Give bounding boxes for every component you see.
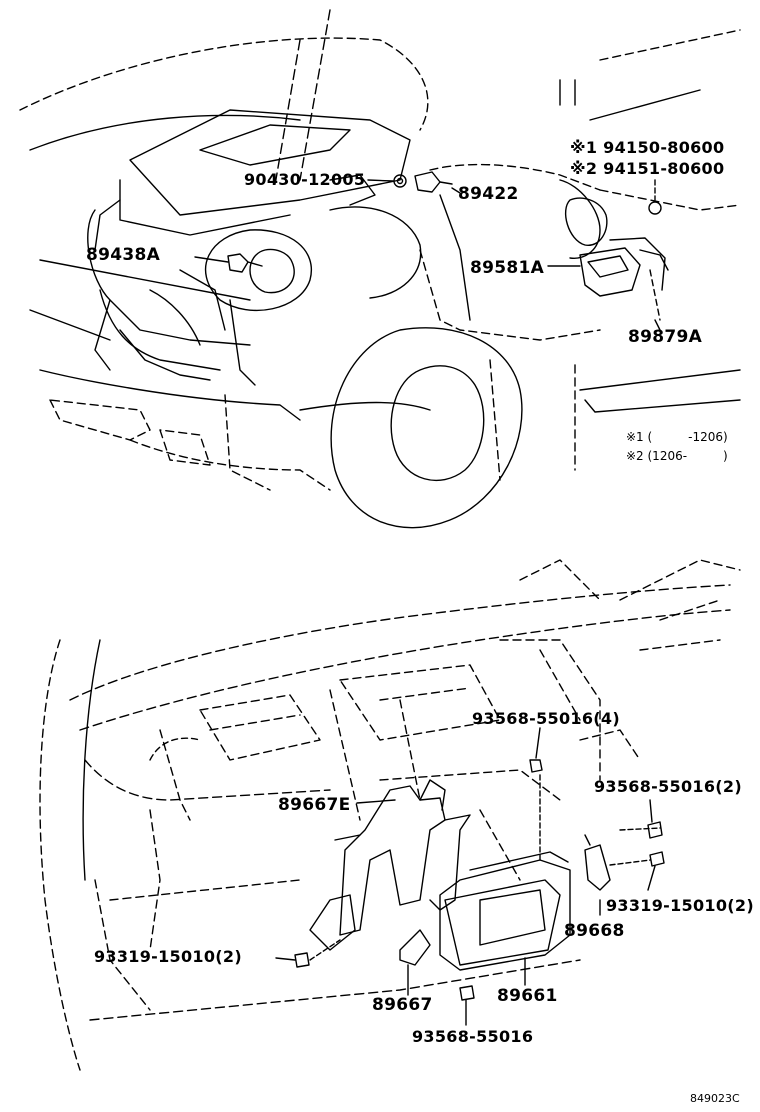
note-2-part-label: ※2 94151-80600 (570, 159, 725, 178)
part-89668-label: 89668 (564, 921, 625, 941)
part-89667e-label: 89667E (278, 795, 351, 815)
part-93319-right-label: 93319-15010(2) (606, 896, 754, 915)
part-89667-label: 89667 (372, 995, 433, 1015)
part-89581a-label: 89581A (470, 258, 545, 278)
part-93568-label: 93568-55016 (412, 1027, 534, 1046)
part-89422-label: 89422 (458, 184, 519, 204)
part-93568-2-label: 93568-55016(2) (594, 777, 742, 796)
note-1-range: ※1 ( -1206) (626, 430, 728, 444)
part-89438a-label: 89438A (86, 245, 161, 265)
note-1-part-label: ※1 94150-80600 (570, 138, 725, 157)
part-93319-left-label: 93319-15010(2) (94, 947, 242, 966)
diagram-code: 849023C (690, 1092, 740, 1105)
dashboard-illustration (39, 559, 741, 1071)
part-89879a-label: 89879A (628, 327, 703, 347)
part-93568-4-label: 93568-55016(4) (472, 709, 620, 728)
part-89661-label: 89661 (497, 986, 558, 1006)
note-2-range: ※2 (1206- ) (626, 449, 728, 463)
part-90430-label: 90430-12005 (244, 170, 366, 189)
engine-bay-illustration (19, 9, 741, 529)
